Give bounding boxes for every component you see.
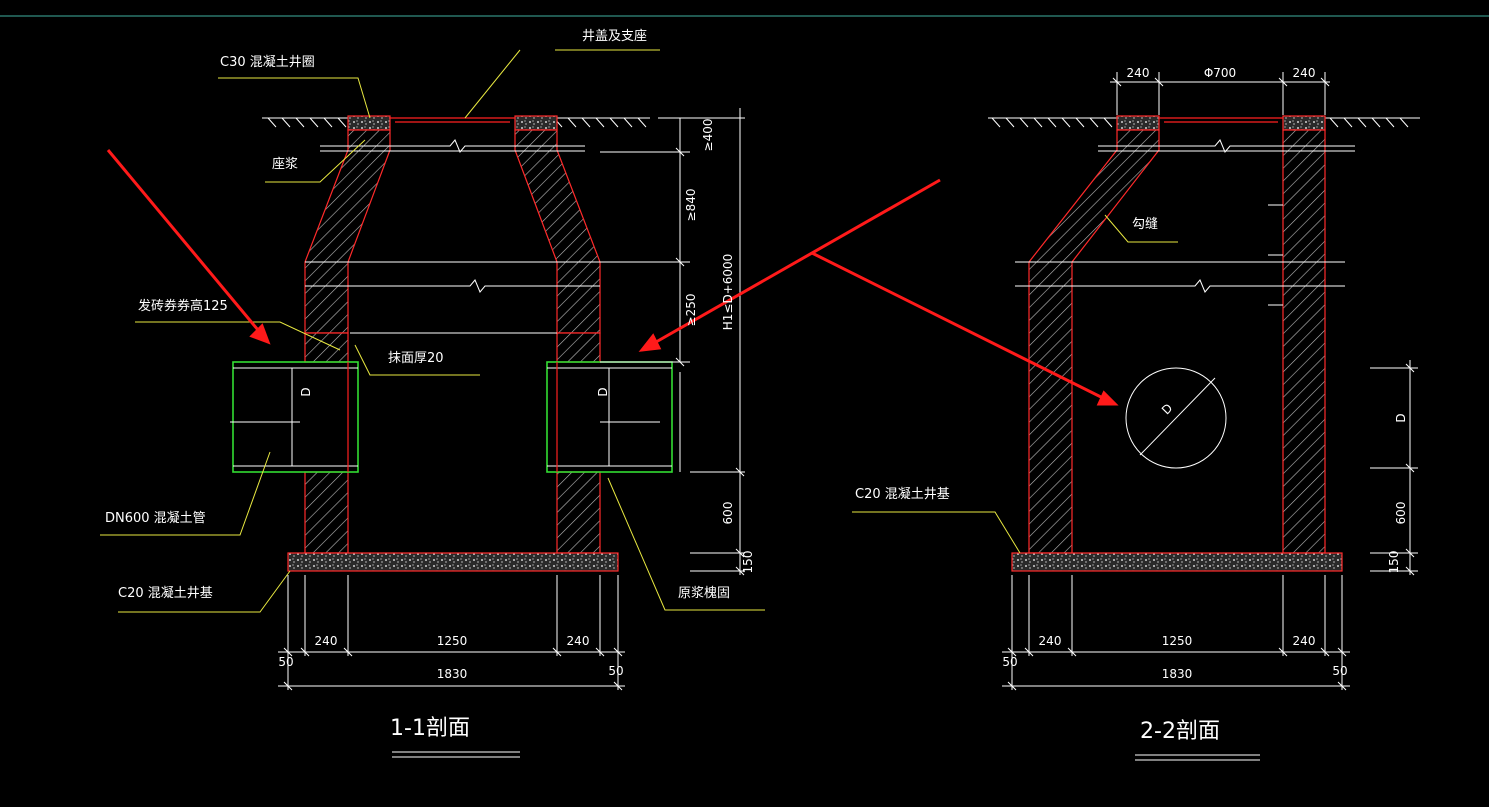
pipe-circle	[1125, 367, 1227, 469]
leader-ring	[218, 77, 371, 119]
dim2-50-left: 50	[1002, 655, 1017, 669]
dim2-240-right: 240	[1293, 634, 1316, 648]
annotation-arrows	[106, 149, 1119, 406]
dim2-240-left: 240	[1039, 634, 1062, 648]
label-pipe: DN600 混凝土管	[105, 510, 206, 526]
label-brick-arch: 发砖券券高125	[138, 298, 228, 314]
dim2-150: 150	[1387, 551, 1401, 574]
leader-grout	[607, 477, 765, 611]
dim-400: ≥400	[701, 119, 715, 152]
dim-250: ≥250	[684, 294, 698, 327]
dim-50-left: 50	[278, 655, 293, 669]
right-arch	[556, 332, 601, 363]
dim-1250: 1250	[437, 634, 468, 648]
ring-left	[347, 115, 391, 131]
pipe-left	[232, 361, 359, 473]
dim2-600: 600	[1394, 502, 1408, 525]
label-base2: C20 混凝土井基	[855, 486, 950, 502]
right-wall-lower	[556, 471, 601, 554]
dim2-d: D	[1394, 413, 1408, 422]
dim2-240-left-top: 240	[1127, 66, 1150, 80]
dim2-240-right-top: 240	[1293, 66, 1316, 80]
leader-joint	[1104, 214, 1178, 243]
ring2-left	[1116, 115, 1160, 131]
leader-base	[118, 570, 291, 613]
circle-d: D	[1159, 401, 1175, 417]
dim-840: ≥840	[684, 189, 698, 222]
dim-1830: 1830	[437, 667, 468, 681]
left-wall-2	[1028, 129, 1160, 554]
pipe-d-right: D	[596, 387, 610, 396]
leader-plaster	[354, 344, 480, 376]
dim2-700: Φ700	[1204, 66, 1236, 80]
pipe-d-left: D	[299, 387, 313, 396]
dim-240-right: 240	[567, 634, 590, 648]
label-ring: C30 混凝土井圈	[220, 54, 315, 70]
dim-h1: H1≤D+6000	[721, 254, 735, 331]
leader-pipe	[100, 451, 271, 536]
section-1-title: 1-1剖面	[390, 716, 470, 741]
dim2-1830: 1830	[1162, 667, 1193, 681]
ring2-right	[1282, 115, 1326, 131]
left-wall-upper	[304, 129, 391, 334]
leader-brick	[135, 321, 341, 351]
dim-600: 600	[721, 502, 735, 525]
ring-right	[514, 115, 558, 131]
dim-150: 150	[741, 551, 755, 574]
section-1-1	[100, 49, 765, 758]
dim-240-left: 240	[315, 634, 338, 648]
right-wall-upper	[514, 129, 601, 334]
leader-mortar	[265, 139, 366, 183]
base-slab-1	[287, 552, 619, 572]
left-arch	[304, 332, 349, 363]
label-grout: 原浆槐固	[678, 585, 730, 601]
label-base: C20 混凝土井基	[118, 585, 213, 601]
section-2-title: 2-2剖面	[1140, 719, 1220, 744]
dim-50-right: 50	[608, 664, 623, 678]
base-slab-2	[1011, 552, 1343, 572]
dim2-1250: 1250	[1162, 634, 1193, 648]
label-cover: 井盖及支座	[582, 29, 647, 44]
leader-base2	[852, 511, 1021, 554]
label-joint: 勾缝	[1132, 217, 1158, 232]
section-2-2	[852, 72, 1420, 761]
label-plaster: 抹面厚20	[388, 351, 444, 366]
left-wall-lower	[304, 471, 349, 554]
right-wall-2	[1282, 129, 1326, 554]
label-mortar: 座浆	[272, 157, 298, 172]
dim2-50-right: 50	[1332, 664, 1347, 678]
leader-cover	[464, 49, 660, 119]
